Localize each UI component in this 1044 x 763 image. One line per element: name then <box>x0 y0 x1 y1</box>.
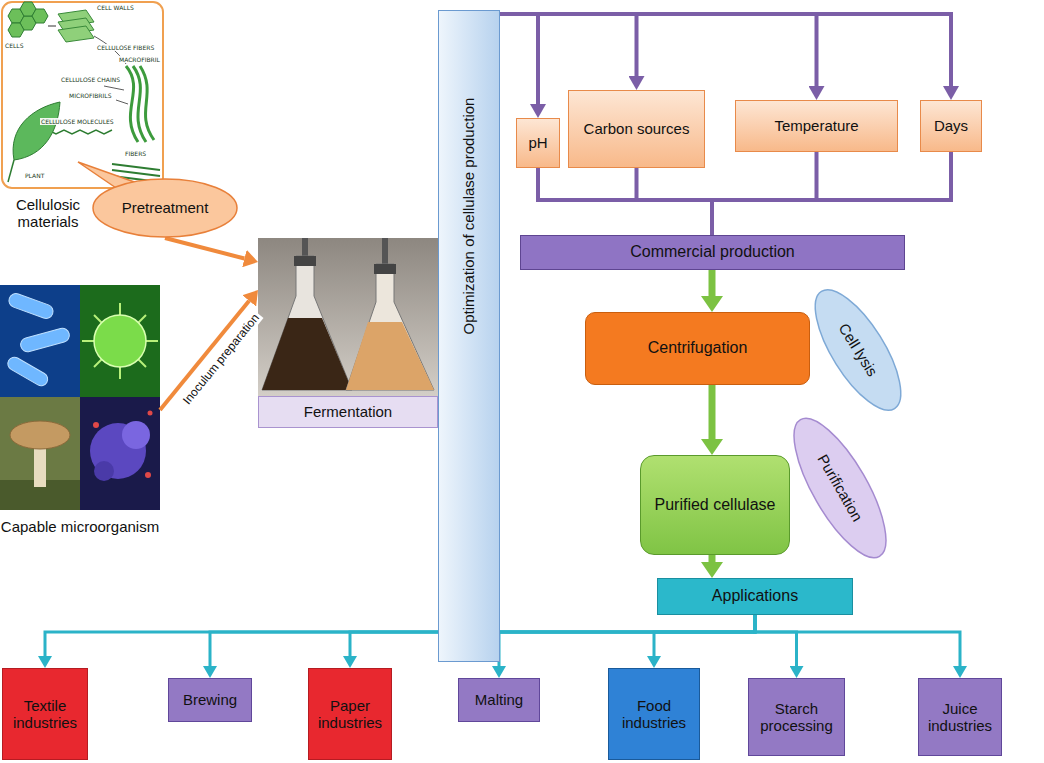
connector-arrow <box>712 152 951 235</box>
process-box: Applications <box>657 578 853 615</box>
node-label: Commercial production <box>630 243 795 261</box>
node-label: Starch processing <box>754 700 839 735</box>
connector-arrow <box>350 615 755 656</box>
part-label: CELLS <box>4 42 24 49</box>
connector-arrow <box>709 555 716 562</box>
connector-arrow <box>654 615 755 656</box>
connector-arrow <box>755 615 960 666</box>
node-label: Juice industries <box>924 700 996 735</box>
process-box: Purified cellulase <box>640 455 790 555</box>
parameter-box: pH <box>516 118 560 168</box>
node-label: Optimization of cellulase production <box>460 98 477 335</box>
parameter-box: Days <box>920 100 982 152</box>
node-label: Food industries <box>614 697 694 732</box>
connector-arrow <box>637 168 713 235</box>
part-label: MACROFIBRIL <box>118 56 161 63</box>
connector-arrow <box>500 14 637 76</box>
connector-arrow <box>45 615 755 656</box>
connector-arrow <box>500 14 817 86</box>
process-box: Commercial production <box>520 235 905 270</box>
callout-ellipse: Purification <box>776 405 904 572</box>
image-panel: Capable microorganism <box>0 285 160 580</box>
application-box: Food industries <box>608 668 700 760</box>
part-label: MICROFIBRILS <box>68 92 112 99</box>
connector-arrow <box>709 270 716 296</box>
node-label: Days <box>934 117 968 134</box>
callout-bubble: Pretreatment <box>92 178 238 238</box>
connector-arrow <box>755 615 797 666</box>
node-label: Fermentation <box>258 396 438 428</box>
node-label: Applications <box>712 587 798 605</box>
process-panel: Fermentation <box>258 238 438 428</box>
part-label: FIBERS <box>124 150 147 157</box>
part-label: CELLULOSE FIBERS <box>96 44 155 51</box>
node-label: Temperature <box>774 117 858 134</box>
ellipse-shape <box>799 278 916 423</box>
ellipse-shape <box>777 406 903 570</box>
part-label: CELL WALLS <box>96 4 135 11</box>
part-label: CELLULOSE CHAINS <box>60 76 121 83</box>
connector-arrow <box>499 615 755 666</box>
connector-arrow <box>538 168 712 235</box>
connector-arrow <box>500 14 951 86</box>
callout-ellipse: Cell lysis <box>798 276 918 423</box>
connector-arrow <box>500 14 538 104</box>
parameter-box: Temperature <box>735 100 898 152</box>
node-label: Purified cellulase <box>655 496 776 514</box>
node-label: Pretreatment <box>122 199 209 216</box>
ellipse-shape <box>93 179 237 237</box>
connector-arrow <box>709 385 716 439</box>
node-label: Paper industries <box>314 697 386 732</box>
vertical-bar: Optimization of cellulase production <box>438 10 500 662</box>
flask-photo <box>258 238 438 398</box>
connector-arrow <box>165 238 244 259</box>
parameter-box: Carbon sources <box>568 90 705 168</box>
microorganism-illustration <box>0 285 160 511</box>
application-box: Starch processing <box>748 678 845 756</box>
node-label: Malting <box>475 691 523 708</box>
connector-arrow <box>160 301 249 410</box>
node-label: Centrifugation <box>648 339 748 357</box>
node-label: Brewing <box>183 691 237 708</box>
edge-label: Inoculum preparation <box>178 310 263 409</box>
node-label: Carbon sources <box>584 120 690 137</box>
application-box: Malting <box>458 678 540 722</box>
application-box: Brewing <box>168 678 252 722</box>
node-label: pH <box>528 134 547 151</box>
caption-text: Cellulosic materials <box>0 196 96 231</box>
part-label: CELLULOSE MOLECULES <box>40 118 115 125</box>
part-label: PLANT <box>24 172 45 179</box>
application-box: Textile industries <box>2 668 88 760</box>
node-label: Textile industries <box>8 697 82 732</box>
application-box: Paper industries <box>308 668 392 760</box>
connector-arrow <box>712 152 817 235</box>
process-box: Centrifugation <box>585 312 810 385</box>
application-box: Juice industries <box>918 678 1002 756</box>
caption-text: Capable microorganism <box>0 518 160 535</box>
